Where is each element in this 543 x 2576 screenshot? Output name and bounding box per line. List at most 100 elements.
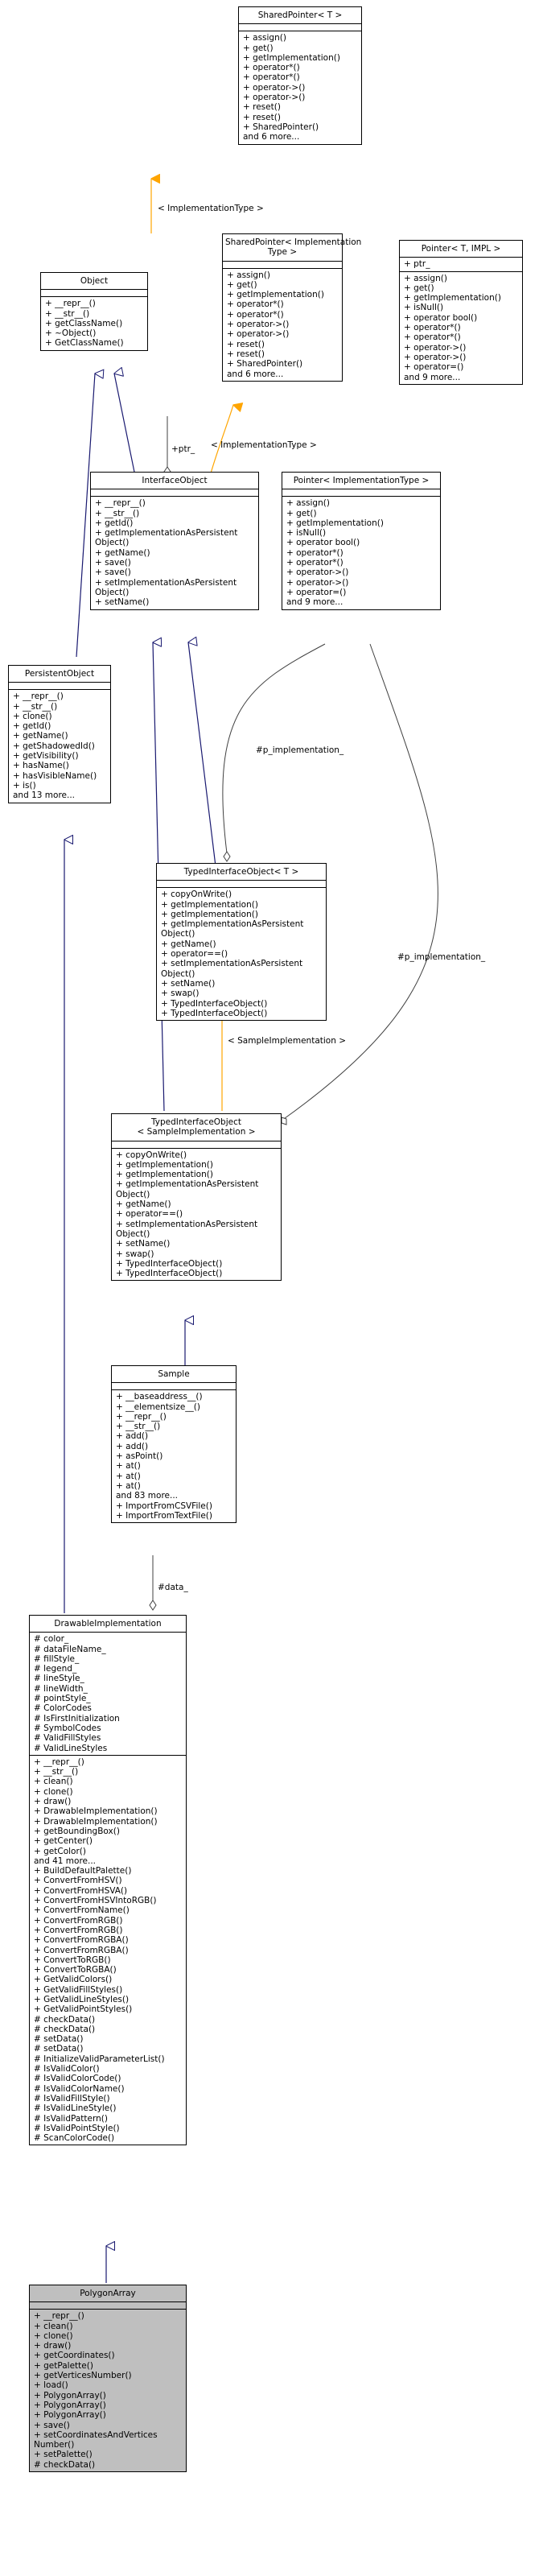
attribute-item[interactable]: # lineStyle_ — [34, 1674, 84, 1684]
method-item[interactable]: + operator->() — [243, 93, 306, 103]
method-item[interactable]: + GetValidLineStyles() — [34, 1994, 130, 2004]
method-item[interactable]: + setImplementationAsPersistent Object() — [95, 577, 237, 597]
method-item[interactable]: + __elementsize__() — [116, 1402, 200, 1412]
method-item[interactable]: + hasVisibleName() — [13, 770, 97, 781]
method-item[interactable]: + GetValidPointStyles() — [34, 2004, 133, 2015]
method-item[interactable]: + ImportFromTextFile() — [116, 1510, 212, 1521]
more-members-link[interactable]: and 9 more... — [286, 597, 343, 608]
attribute-item[interactable]: # IsFirstInitialization — [34, 1713, 120, 1724]
attribute-item[interactable]: # legend_ — [34, 1664, 77, 1674]
method-item[interactable]: + operator==() — [161, 949, 228, 960]
method-item[interactable]: + assign() — [243, 33, 286, 43]
method-item[interactable]: + getId() — [95, 518, 134, 528]
class-object[interactable]: Object+ __repr__()+ __str__()+ getClassN… — [40, 272, 148, 351]
method-item[interactable]: + getVerticesNumber() — [34, 2371, 132, 2381]
method-item[interactable]: + clone() — [34, 2330, 73, 2341]
method-item[interactable]: + getColor() — [34, 1846, 86, 1856]
method-item[interactable]: + at() — [116, 1461, 141, 1472]
method-item[interactable]: + ConvertToRGBA() — [34, 1965, 117, 1975]
method-item[interactable]: + ConvertFromHSV() — [34, 1876, 122, 1886]
method-item[interactable]: + save() — [95, 558, 131, 568]
method-item[interactable]: + operator*() — [404, 332, 461, 343]
method-item[interactable]: # IsValidPointStyle() — [34, 2123, 120, 2133]
method-item[interactable]: + ConvertFromRGB() — [34, 1925, 123, 1935]
more-members-link[interactable]: and 13 more... — [13, 791, 76, 801]
method-item[interactable]: + BuildDefaultPalette() — [34, 1866, 132, 1876]
method-item[interactable]: # checkData() — [34, 2024, 96, 2034]
more-members-link[interactable]: and 83 more... — [116, 1491, 179, 1501]
method-item[interactable]: + GetClassName() — [45, 338, 124, 349]
method-item[interactable]: + clean() — [34, 1777, 73, 1787]
method-item[interactable]: + reset() — [227, 349, 265, 359]
method-item[interactable]: # IsValidColorCode() — [34, 2074, 121, 2084]
attribute-item[interactable]: # ValidFillStyles — [34, 1733, 101, 1744]
method-item[interactable]: + __repr__() — [95, 498, 146, 509]
method-item[interactable]: + draw() — [34, 1797, 72, 1807]
more-members-link[interactable]: and 6 more... — [227, 369, 284, 379]
method-item[interactable]: + getName() — [161, 939, 216, 949]
method-item[interactable]: + operator*() — [286, 547, 343, 558]
method-item[interactable]: + operator=() — [286, 587, 347, 597]
method-item[interactable]: + reset() — [243, 102, 281, 113]
method-item[interactable]: + operator*() — [227, 299, 284, 310]
method-item[interactable]: + __str__() — [116, 1422, 161, 1432]
method-item[interactable]: + getBoundingBox() — [34, 1826, 120, 1836]
method-item[interactable]: + getPalette() — [34, 2360, 93, 2371]
method-item[interactable]: + at() — [116, 1480, 141, 1491]
method-item[interactable]: + getCoordinates() — [34, 2351, 115, 2361]
method-item[interactable]: + add() — [116, 1431, 149, 1442]
method-item[interactable]: + setCoordinatesAndVertices Number() — [34, 2429, 158, 2450]
method-item[interactable]: + operator->() — [227, 329, 290, 340]
method-item[interactable]: + __repr__() — [34, 2311, 84, 2322]
method-item[interactable]: + getImplementation() — [116, 1159, 213, 1170]
method-item[interactable]: + reset() — [243, 112, 281, 122]
method-item[interactable]: # IsValidColor() — [34, 2064, 100, 2074]
method-item[interactable]: + __str__() — [13, 701, 58, 712]
method-item[interactable]: + getImplementation() — [404, 293, 501, 303]
method-item[interactable]: + assign() — [404, 273, 447, 283]
method-item[interactable]: + operator*() — [404, 323, 461, 333]
method-item[interactable]: + getName() — [13, 731, 68, 741]
method-item[interactable]: # checkData() — [34, 2459, 96, 2470]
attribute-item[interactable]: + ptr_ — [404, 259, 430, 270]
method-item[interactable]: + operator*() — [243, 63, 300, 73]
method-item[interactable]: # IsValidFillStyle() — [34, 2093, 110, 2103]
method-item[interactable]: + GetValidFillStyles() — [34, 1984, 123, 1995]
method-item[interactable]: + load() — [34, 2380, 68, 2391]
method-item[interactable]: + operator*() — [286, 558, 343, 568]
method-item[interactable]: + SharedPointer() — [227, 359, 303, 369]
method-item[interactable]: + getName() — [116, 1199, 171, 1210]
method-item[interactable]: + getVisibility() — [13, 751, 79, 762]
method-item[interactable]: + draw() — [34, 2341, 72, 2351]
method-item[interactable]: + GetValidColors() — [34, 1975, 113, 1985]
class-shared-pointer-t[interactable]: SharedPointer< T >+ assign()+ get()+ get… — [238, 6, 362, 145]
method-item[interactable]: + ConvertFromHSVIntoRGB() — [34, 1896, 157, 1906]
method-item[interactable]: + reset() — [227, 339, 265, 349]
method-item[interactable]: + copyOnWrite() — [116, 1150, 187, 1160]
method-item[interactable]: + getImplementation() — [116, 1170, 213, 1180]
method-item[interactable]: + getImplementationAsPersistent Object() — [161, 919, 304, 939]
class-typed-interface-object-sample[interactable]: TypedInterfaceObject< SampleImplementati… — [111, 1113, 282, 1282]
method-item[interactable]: + TypedInterfaceObject() — [161, 998, 268, 1009]
method-item[interactable]: # IsValidLineStyle() — [34, 2103, 117, 2114]
method-item[interactable]: + assign() — [227, 270, 270, 280]
method-item[interactable]: + __str__() — [45, 308, 90, 319]
method-item[interactable]: + operator->() — [243, 82, 306, 93]
method-item[interactable]: + ConvertFromRGB() — [34, 1915, 123, 1926]
method-item[interactable]: + setName() — [116, 1239, 171, 1249]
method-item[interactable]: + clone() — [34, 1786, 73, 1797]
method-item[interactable]: + swap() — [116, 1249, 154, 1259]
method-item[interactable]: + getImplementation() — [286, 518, 384, 528]
method-item[interactable]: + ConvertFromHSVA() — [34, 1885, 128, 1896]
method-item[interactable]: + __str__() — [34, 1767, 79, 1777]
method-item[interactable]: + isNull() — [404, 303, 444, 313]
attribute-item[interactable]: # lineWidth_ — [34, 1683, 88, 1694]
class-interface-object[interactable]: InterfaceObject+ __repr__()+ __str__()+ … — [90, 472, 259, 610]
method-item[interactable]: + operator=() — [404, 362, 464, 373]
method-item[interactable]: + getShadowedId() — [13, 741, 95, 751]
method-item[interactable]: + setImplementationAsPersistent Object() — [161, 959, 303, 979]
attribute-item[interactable]: # fillStyle_ — [34, 1653, 80, 1664]
attribute-item[interactable]: # ColorCodes — [34, 1703, 92, 1714]
method-item[interactable]: + operator==() — [116, 1209, 183, 1220]
